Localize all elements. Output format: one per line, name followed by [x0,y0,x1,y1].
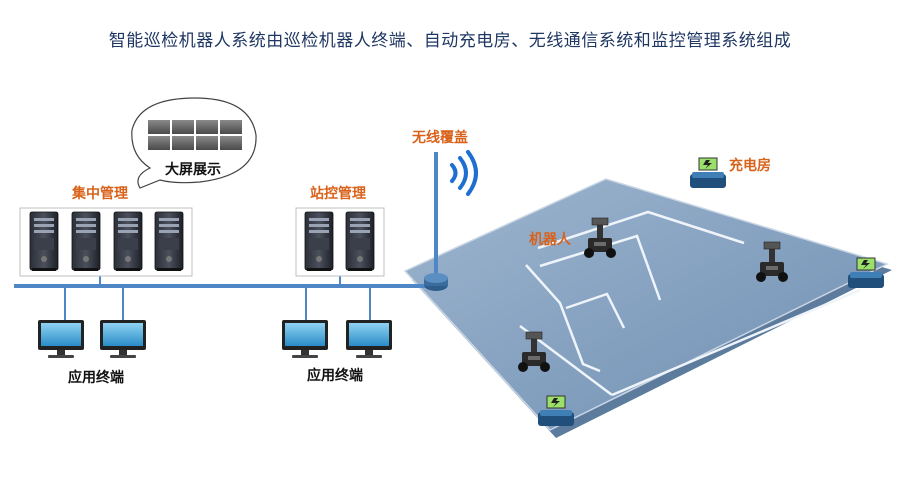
page-title: 智能巡检机器人系统由巡检机器人终端、自动充电房、无线通信系统和监控管理系统组成 [108,31,792,51]
server-icon [29,211,59,272]
central-management-label: 集中管理 [71,185,128,202]
monitor-icon [100,320,146,358]
monitor-icon [38,320,84,358]
server-icon [71,211,101,272]
network-backbone [14,152,448,322]
app-terminal-right-label: 应用终端 [307,367,363,384]
video-wall-icon [148,120,242,150]
monitor-icon [346,320,392,358]
server-icon [304,211,334,272]
wifi-signal-icon [450,150,478,196]
wireless-coverage-label: 无线覆盖 [411,129,468,146]
server-icon [154,211,184,272]
charging-room-label: 充电房 [729,157,771,174]
charging-station-icon [689,157,727,189]
server-icon [345,211,375,272]
app-terminal-left-label: 应用终端 [68,369,124,386]
big-screen-bubble [131,97,257,189]
station-control-label: 站控管理 [310,185,366,202]
monitor-icon [282,320,328,358]
central-management-group [19,207,193,277]
station-control-group [295,207,385,277]
server-icon [113,211,143,272]
robot-label: 机器人 [529,231,572,248]
big-screen-label: 大屏展示 [165,161,221,178]
substation-field [403,178,892,438]
